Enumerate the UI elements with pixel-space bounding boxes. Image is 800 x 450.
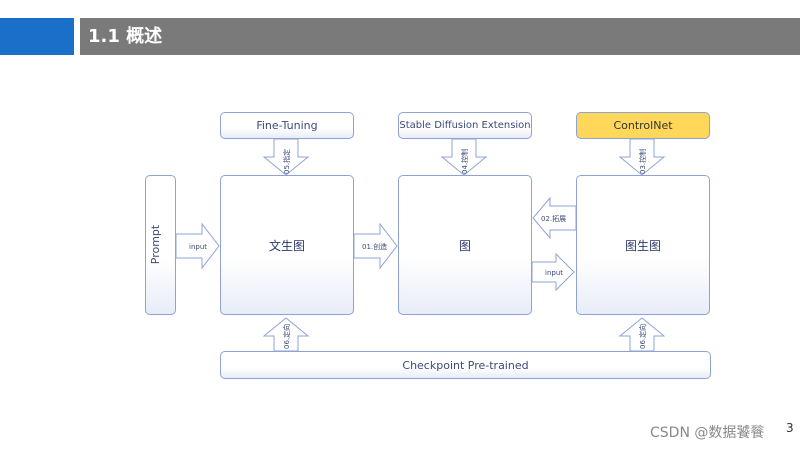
header-bar xyxy=(80,18,800,55)
arrow-sd-extension-down xyxy=(440,138,488,176)
label-fine-tuning-down: 05.指定 xyxy=(282,149,291,174)
text2img-box: 文生图 xyxy=(220,175,354,315)
label-extend: 02.拓展 xyxy=(541,214,566,223)
arrow-fine-tuning-down xyxy=(262,138,310,176)
label-sd-ext-down: 04.控制 xyxy=(460,149,469,174)
arrow-create xyxy=(353,222,398,270)
arrow-checkpoint-up-right xyxy=(618,317,666,352)
img2img-box: 图生图 xyxy=(576,175,710,315)
label-controlnet-down: 03.控制 xyxy=(638,149,647,174)
arrow-img-input xyxy=(531,252,575,292)
header-accent-bar xyxy=(0,18,74,55)
arrow-prompt-input xyxy=(175,222,220,270)
arrow-extend xyxy=(532,196,577,240)
prompt-label: Prompt xyxy=(149,224,163,265)
sd-extension-box: Stable Diffusion Extension xyxy=(398,112,532,139)
prompt-box: Prompt xyxy=(145,175,176,315)
checkpoint-box: Checkpoint Pre-trained xyxy=(220,351,711,379)
label-checkpoint-up-left: 06.定向 xyxy=(282,324,291,349)
fine-tuning-box: Fine-Tuning xyxy=(220,112,354,139)
arrow-checkpoint-up-left xyxy=(262,317,310,352)
arrow-controlnet-down xyxy=(618,138,666,176)
img-box: 图 xyxy=(398,175,532,315)
controlnet-box: ControlNet xyxy=(576,112,710,139)
watermark: CSDN @数据饕餮 xyxy=(650,425,765,441)
label-prompt-input: input xyxy=(189,243,207,251)
page-number: 3 xyxy=(786,421,794,435)
label-img-input: input xyxy=(545,269,563,277)
page-title: 1.1 概述 xyxy=(88,26,163,47)
label-checkpoint-up-right: 06.定向 xyxy=(638,324,647,349)
label-create: 01.创造 xyxy=(362,242,387,251)
